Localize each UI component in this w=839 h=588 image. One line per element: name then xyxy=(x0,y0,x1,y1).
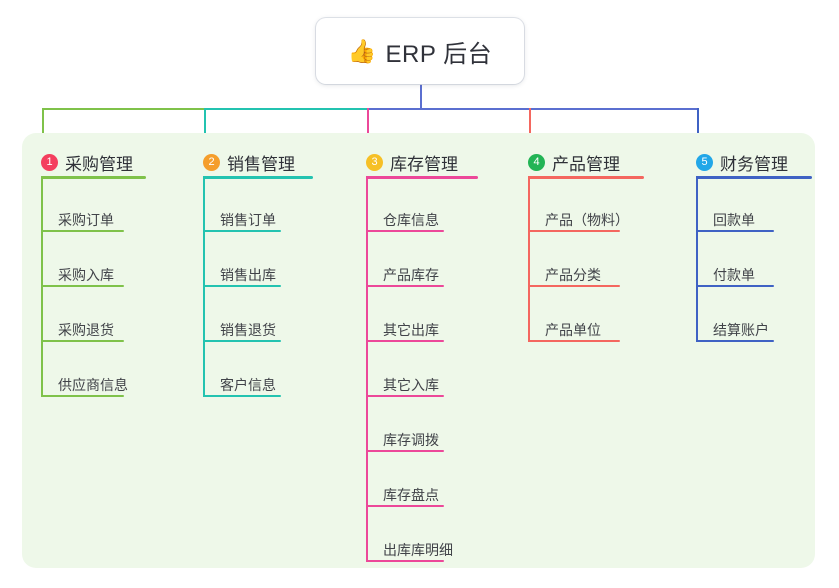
branch-header-5[interactable]: 5 财务管理 xyxy=(696,150,788,175)
leaf-underline xyxy=(366,395,444,397)
branch-title-2: 销售管理 xyxy=(227,155,295,174)
leaf-underline xyxy=(366,340,444,342)
branch-badge-3: 3 xyxy=(366,154,383,171)
branch-spine-5 xyxy=(696,176,698,342)
leaf-label: 仓库信息 xyxy=(383,212,439,228)
branch-header-1[interactable]: 1 采购管理 xyxy=(41,150,133,175)
branch-title-4: 产品管理 xyxy=(552,155,620,174)
branch-title-3: 库存管理 xyxy=(390,155,458,174)
leaf-underline xyxy=(41,230,124,232)
leaf-underline xyxy=(528,285,620,287)
branch-badge-1: 1 xyxy=(41,154,58,171)
leaf-label: 其它入库 xyxy=(383,377,439,393)
leaf-label: 库存调拨 xyxy=(383,432,439,448)
leaf-underline xyxy=(366,450,444,452)
leaf-underline xyxy=(41,395,124,397)
root-node[interactable]: 👍 ERP 后台 xyxy=(316,18,524,84)
leaf-underline xyxy=(366,560,444,562)
leaf-underline xyxy=(528,340,620,342)
leaf-label: 付款单 xyxy=(713,267,755,283)
leaf-label: 销售退货 xyxy=(220,322,276,338)
leaf-underline xyxy=(696,230,774,232)
leaf-underline xyxy=(203,230,281,232)
root-title: ERP 后台 xyxy=(385,40,493,68)
leaf-underline xyxy=(696,340,774,342)
bus-segment-1 xyxy=(42,108,204,110)
branch-drop-1 xyxy=(42,108,44,143)
branch-badge-2: 2 xyxy=(203,154,220,171)
leaf-label: 结算账户 xyxy=(713,322,769,338)
branch-header-3[interactable]: 3 库存管理 xyxy=(366,150,458,175)
leaf-label: 供应商信息 xyxy=(58,377,128,393)
branch-header-2[interactable]: 2 销售管理 xyxy=(203,150,295,175)
leaf-label: 产品单位 xyxy=(545,322,601,338)
root-connector-stub xyxy=(420,84,422,110)
branch-drop-2 xyxy=(204,108,206,143)
branch-drop-5 xyxy=(697,108,699,143)
branch-spine-3 xyxy=(366,176,368,562)
bus-segment-2 xyxy=(204,108,367,110)
leaf-label: 库存盘点 xyxy=(383,487,439,503)
leaf-label: 采购退货 xyxy=(58,322,114,338)
leaf-label: 产品库存 xyxy=(383,267,439,283)
branch-underline-5 xyxy=(696,176,812,179)
leaf-underline xyxy=(203,285,281,287)
branch-drop-4 xyxy=(529,108,531,143)
leaf-underline xyxy=(41,340,124,342)
branch-badge-5: 5 xyxy=(696,154,713,171)
branch-title-5: 财务管理 xyxy=(720,155,788,174)
leaf-underline xyxy=(203,340,281,342)
leaf-underline xyxy=(696,285,774,287)
leaf-label: 产品（物料） xyxy=(545,212,629,228)
bus-segment-4 xyxy=(529,108,697,110)
leaf-underline xyxy=(366,230,444,232)
leaf-label: 其它出库 xyxy=(383,322,439,338)
branch-underline-3 xyxy=(366,176,478,179)
branch-underline-2 xyxy=(203,176,313,179)
leaf-underline xyxy=(528,230,620,232)
leaf-label: 回款单 xyxy=(713,212,755,228)
branch-underline-1 xyxy=(41,176,146,179)
leaf-underline xyxy=(41,285,124,287)
branch-spine-4 xyxy=(528,176,530,342)
leaf-label: 采购订单 xyxy=(58,212,114,228)
leaf-label: 销售出库 xyxy=(220,267,276,283)
branches-panel: 1 采购管理采购订单采购入库采购退货供应商信息 2 销售管理销售订单销售出库销售退货客… xyxy=(22,133,815,568)
thumbs-up-icon: 👍 xyxy=(347,37,377,64)
leaf-label: 销售订单 xyxy=(220,212,276,228)
leaf-label: 出库库明细 xyxy=(383,542,453,558)
leaf-label: 采购入库 xyxy=(58,267,114,283)
branch-header-4[interactable]: 4 产品管理 xyxy=(528,150,620,175)
leaf-underline xyxy=(366,505,444,507)
bus-segment-mid xyxy=(420,108,529,110)
leaf-label: 客户信息 xyxy=(220,377,276,393)
branch-badge-4: 4 xyxy=(528,154,545,171)
leaf-underline xyxy=(366,285,444,287)
leaf-label: 产品分类 xyxy=(545,267,601,283)
branch-underline-4 xyxy=(528,176,644,179)
branch-title-1: 采购管理 xyxy=(65,155,133,174)
leaf-underline xyxy=(203,395,281,397)
branch-drop-3 xyxy=(367,108,369,143)
